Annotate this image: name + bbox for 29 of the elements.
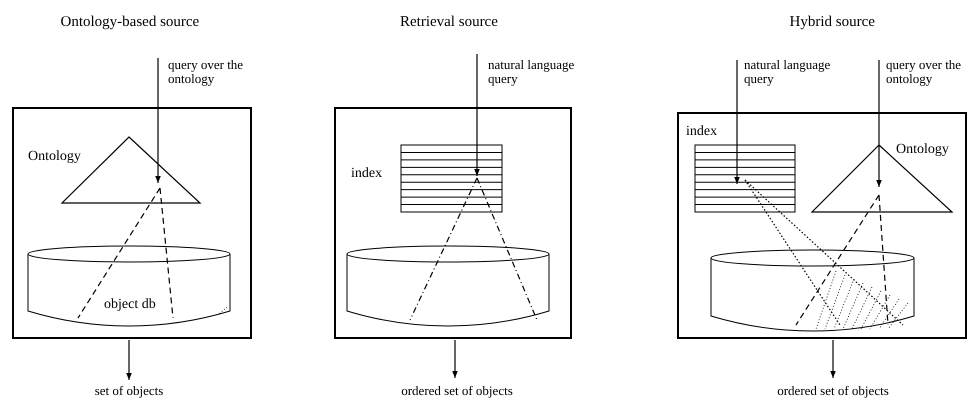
- panel-title: Retrieval source: [400, 14, 498, 31]
- projection-line: [77, 187, 174, 319]
- output-label: ordered set of objects: [382, 384, 532, 400]
- query-label: natural language query: [488, 58, 593, 88]
- arrow: [734, 60, 740, 184]
- projection-line: [409, 177, 538, 321]
- arrow: [830, 340, 836, 378]
- arrow: [876, 60, 882, 187]
- node-label: object db: [104, 297, 156, 313]
- output-label: ordered set of objects: [758, 384, 908, 400]
- panel-title: Hybrid source: [790, 14, 875, 31]
- node-label: Ontology: [28, 149, 81, 165]
- panel-frame: [334, 107, 572, 339]
- query-label: query over the ontology: [168, 58, 248, 88]
- arrow: [155, 58, 161, 183]
- query-label: query over the ontology: [886, 58, 968, 88]
- arrow: [126, 340, 132, 380]
- node-label: index: [686, 124, 718, 140]
- query-label: natural language query: [744, 58, 849, 88]
- arrow: [474, 54, 480, 176]
- panel-title: Ontology-based source: [60, 14, 200, 31]
- node-label: index: [351, 166, 382, 182]
- panel-frame: [677, 112, 967, 339]
- output-label: set of objects: [79, 384, 179, 400]
- arrow: [452, 340, 458, 378]
- panel-frame: [12, 107, 252, 339]
- projection-line: [795, 194, 889, 326]
- projection-line: [744, 179, 904, 326]
- node-label: Ontology: [896, 142, 949, 158]
